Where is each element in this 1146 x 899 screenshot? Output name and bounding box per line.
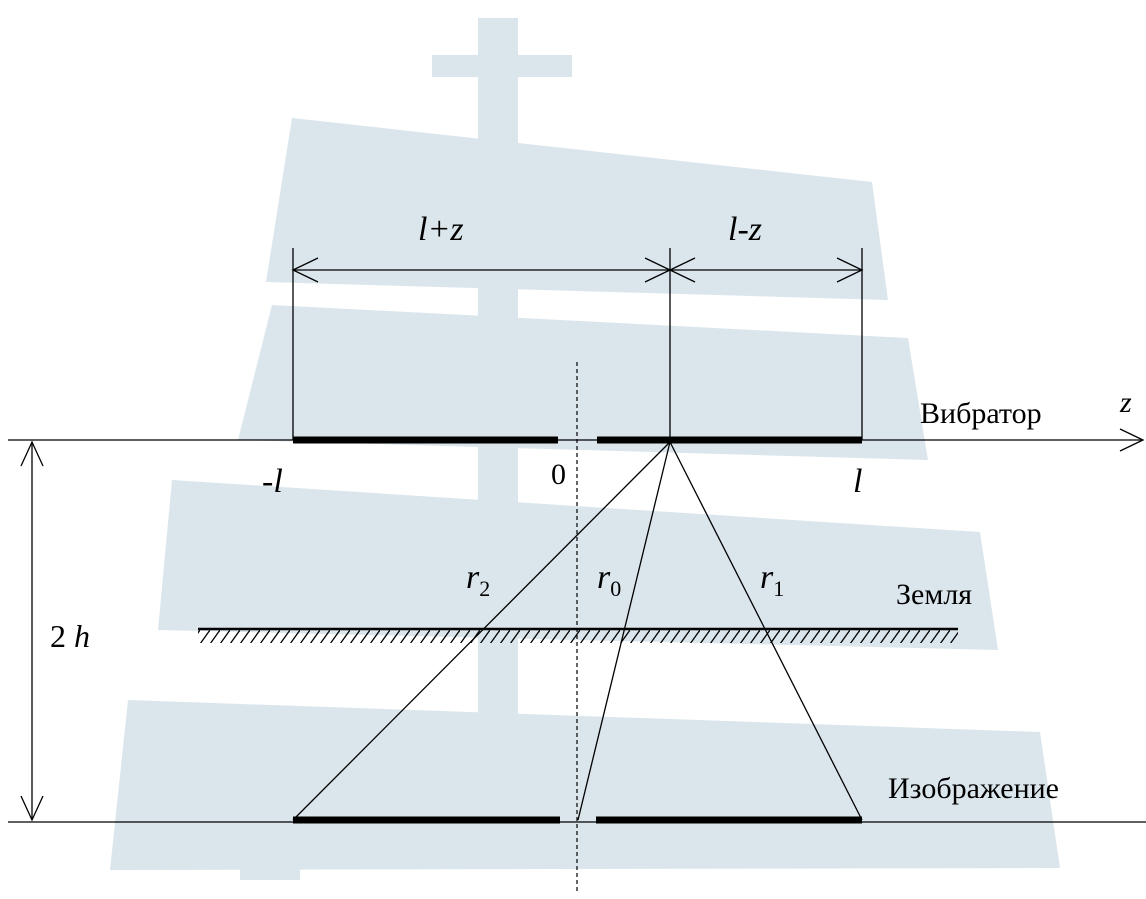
ground-plane — [198, 627, 958, 643]
dim-left-label: l+z — [418, 211, 464, 248]
height-dimension — [20, 440, 44, 822]
dimension-lines — [291, 248, 864, 440]
ray-r0 — [577, 441, 671, 821]
z-axis — [8, 428, 1145, 452]
tick-zero-label: 0 — [551, 458, 566, 491]
image-label: Изображение — [888, 772, 1059, 805]
axis-z-label: z — [1119, 386, 1132, 419]
sailing-ship-icon — [110, 18, 1060, 880]
dim-right-label: l-z — [728, 211, 762, 248]
distance-rays — [292, 441, 863, 821]
ray-r2 — [292, 441, 671, 821]
vibrator-label: Вибратор — [920, 397, 1042, 430]
tick-l-label: l — [853, 463, 862, 500]
ray-r1 — [669, 441, 863, 821]
r2-label: r2 — [466, 559, 490, 601]
tick-minus-l-label: -l — [262, 463, 283, 500]
ground-label: Земля — [896, 578, 972, 611]
r0-label: r0 — [597, 559, 621, 601]
r1-label: r1 — [760, 559, 784, 601]
